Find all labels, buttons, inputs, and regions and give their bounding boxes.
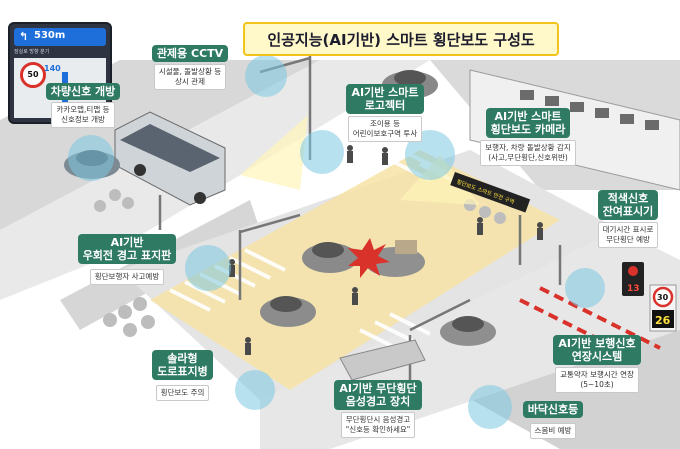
callout-signal-extension: AI기반 보행신호 연장시스템 교통약자 보행시간 연장(5~10초) <box>538 335 656 393</box>
callout-signal-extension-desc: 교통약자 보행시간 연장(5~10초) <box>555 367 639 393</box>
solar-bubble <box>235 370 275 410</box>
callout-logo-projector-title: AI기반 스마트 로고젝터 <box>346 84 424 114</box>
red-zone-markers <box>519 286 661 362</box>
poles <box>158 55 562 380</box>
sign-bubble <box>185 245 231 291</box>
led-board <box>450 171 531 213</box>
arrow-up-icon: ↰ <box>19 30 29 43</box>
callout-signal-extension-title: AI기반 보행신호 연장시스템 <box>553 335 641 365</box>
cctv-bubble <box>245 55 287 97</box>
callout-cctv-title: 관제용 CCTV <box>151 45 229 62</box>
floor-signal-bubble <box>468 385 512 429</box>
callout-crosswalk-camera-title: AI기반 스마트 횡단보도 카메라 <box>485 108 571 138</box>
callout-floor-signal-title: 바닥신호등 <box>522 401 584 418</box>
signal-bubble <box>68 135 114 181</box>
car-collision-a <box>302 242 358 273</box>
crosswalk-glow <box>150 150 560 390</box>
projector-bubble <box>300 130 344 174</box>
pedestrians <box>229 145 543 355</box>
nav-distance: 530m <box>34 30 66 41</box>
callout-crosswalk-camera: AI기반 스마트 횡단보도 카메라 보행자, 차량 돌발상황 감지(사고,무단횡… <box>468 108 588 166</box>
callout-crosswalk-camera-desc: 보행자, 차량 돌발상황 감지(사고,무단횡단,신호위반) <box>480 140 576 166</box>
nav-speed-limit: 50 <box>20 62 46 88</box>
bus <box>114 111 226 206</box>
collision-burst-icon <box>348 238 390 278</box>
car-pedestrian-zone <box>260 296 316 327</box>
car-collision-b <box>365 240 425 277</box>
speed-limit-text: 30 <box>657 293 669 302</box>
callout-vehicle-signal-title: 차량신호 개방 <box>45 83 121 100</box>
nav-road: 잠실로 방향 분기 <box>14 49 50 55</box>
nav-speed-now: 140 <box>44 64 61 73</box>
callout-solar-marker-title: 솔라형 도로표지병 <box>152 350 213 380</box>
camera-beam <box>400 155 480 205</box>
waiting-shelter <box>339 339 426 381</box>
callout-remaining-time-title: 적색신호 잔여표시기 <box>597 190 659 220</box>
callout-right-turn-sign-title: AI기반 우회전 경고 표지판 <box>77 234 177 264</box>
train <box>469 69 680 191</box>
extension-bubble <box>565 268 605 308</box>
callout-right-turn-sign: AI기반 우회전 경고 표지판 횡단보행자 사고예방 <box>72 234 182 285</box>
speed-count-text: 26 <box>655 314 671 327</box>
callout-voice-warning: AI기반 무단횡단 음성경고 장치 무단횡단시 음성경고"신호등 확인하세요" <box>318 380 438 438</box>
page-title: 인공지능(AI기반) 스마트 횡단보도 구성도 <box>243 22 559 56</box>
pedestrian-signal <box>622 262 644 296</box>
callout-floor-signal: 바닥신호등 스몸비 예방 <box>508 398 598 439</box>
car-right <box>440 316 496 346</box>
callout-right-turn-sign-desc: 횡단보행자 사고예방 <box>89 269 165 285</box>
callout-solar-marker: 솔라형 도로표지병 횡단보도 주의 <box>140 350 225 401</box>
countdown-text: 13 <box>627 284 640 294</box>
callout-floor-signal-desc: 스몸비 예방 <box>529 423 577 439</box>
callout-solar-marker-desc: 횡단보도 주의 <box>155 385 210 401</box>
callout-voice-warning-title: AI기반 무단횡단 음성경고 장치 <box>334 380 422 410</box>
projector-beam <box>240 115 308 190</box>
callout-voice-warning-desc: 무단횡단시 음성경고"신호등 확인하세요" <box>340 412 416 438</box>
nav-header: ↰ 530m <box>14 28 106 46</box>
